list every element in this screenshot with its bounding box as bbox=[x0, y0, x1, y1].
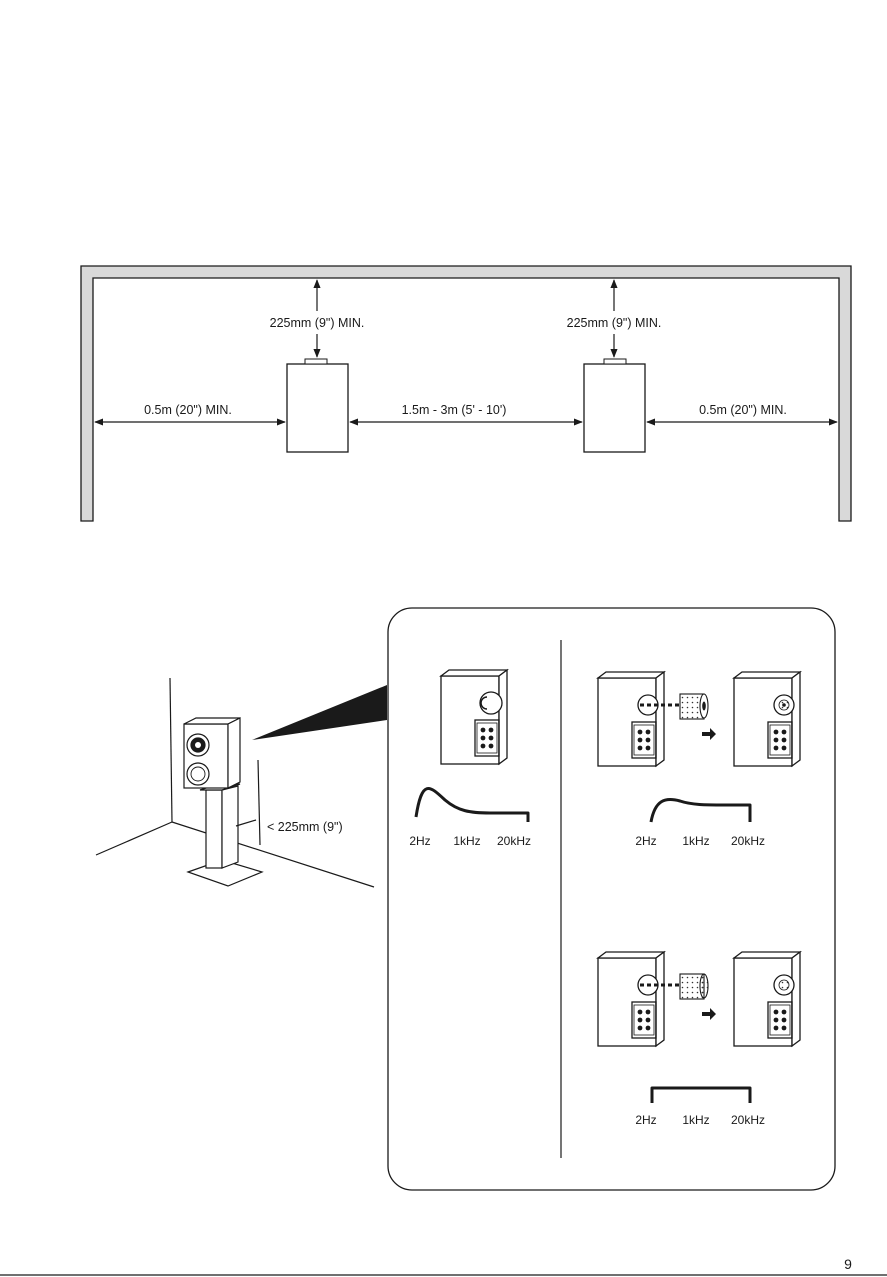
stand-diagram bbox=[96, 678, 387, 887]
full-bung-speaker-after bbox=[734, 952, 800, 1046]
woofer-icon bbox=[187, 763, 209, 785]
open-freq-low: 2Hz bbox=[409, 834, 430, 848]
page-number: 9 bbox=[844, 1256, 852, 1272]
partial-bung-speaker-after bbox=[734, 672, 800, 766]
full-freq-high: 20kHz bbox=[731, 1113, 765, 1127]
zoom-callout-wedge bbox=[252, 685, 387, 740]
partial-bung-foam-hole bbox=[702, 702, 706, 711]
open-freq-high: 20kHz bbox=[497, 834, 531, 848]
stand-pillar-side bbox=[222, 786, 238, 868]
partial-freq-high: 20kHz bbox=[731, 834, 765, 848]
full-freq-mid: 1kHz bbox=[682, 1113, 709, 1127]
port-detail-panel: 2Hz 1kHz 20kHz 2Hz 1kHz 20kHz bbox=[388, 608, 835, 1190]
floor-line-left bbox=[96, 822, 172, 855]
tweeter-center bbox=[195, 742, 201, 748]
room-layout: 225mm (9") MIN. 225mm (9") MIN. 0.5m (20… bbox=[81, 266, 851, 521]
right-speaker-box bbox=[584, 364, 645, 452]
stand-distance-label: < 225mm (9") bbox=[267, 820, 343, 834]
side-clearance-left-label: 0.5m (20") MIN. bbox=[144, 403, 232, 417]
full-bung-fitted-icon bbox=[779, 980, 789, 990]
left-speaker-box bbox=[287, 364, 348, 452]
full-bung-speaker-before bbox=[598, 952, 664, 1046]
full-freq-low: 2Hz bbox=[635, 1113, 656, 1127]
distance-dimension-line bbox=[236, 820, 256, 826]
partial-bung-speaker-before bbox=[598, 672, 664, 766]
wall-clearance-left-label: 225mm (9") MIN. bbox=[270, 316, 365, 330]
stand-speaker-side bbox=[228, 718, 240, 788]
speaker-spacing-label: 1.5m - 3m (5' - 10') bbox=[402, 403, 507, 417]
full-bung-foam-end bbox=[700, 974, 708, 998]
open-freq-mid: 1kHz bbox=[453, 834, 480, 848]
partial-bung-fitted-hole bbox=[782, 703, 786, 707]
side-clearance-right-label: 0.5m (20") MIN. bbox=[699, 403, 787, 417]
right-speaker-terminals bbox=[604, 359, 626, 364]
corner-wall-edge bbox=[170, 678, 172, 822]
wall-clearance-right-label: 225mm (9") MIN. bbox=[567, 316, 662, 330]
back-wall-line bbox=[258, 760, 260, 845]
stand-pillar-left bbox=[206, 790, 222, 868]
partial-freq-mid: 1kHz bbox=[682, 834, 709, 848]
left-speaker-terminals bbox=[305, 359, 327, 364]
open-port-speaker bbox=[441, 670, 507, 764]
partial-freq-low: 2Hz bbox=[635, 834, 656, 848]
open-port-icon bbox=[480, 692, 502, 714]
room-wall-outline bbox=[81, 266, 851, 521]
